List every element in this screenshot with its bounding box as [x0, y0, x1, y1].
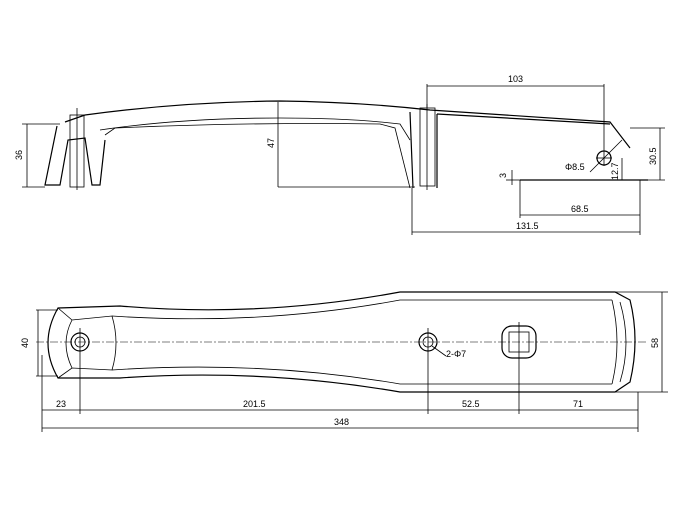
right-post	[419, 107, 436, 187]
left-leg	[44, 125, 106, 186]
dim-40: 40	[20, 338, 30, 348]
dim-71: 71	[573, 399, 583, 409]
dim-103: 103	[508, 74, 523, 84]
dim-305: 30.5	[648, 147, 658, 165]
handle-inner-arch-2	[104, 123, 411, 189]
dim-127: 12.7	[610, 162, 620, 180]
right-base	[436, 113, 648, 181]
dim-525: 52.5	[462, 399, 480, 409]
dim-2015: 201.5	[243, 399, 266, 409]
dim-36: 36	[14, 150, 24, 160]
left-end-inner	[57, 307, 117, 379]
dim-1315: 131.5	[516, 221, 539, 231]
dim-23: 23	[56, 399, 66, 409]
right-end-inner	[611, 299, 627, 385]
dim-3: 3	[498, 173, 508, 178]
dim-348: 348	[334, 417, 349, 427]
plan-view: 40 58 2-Φ7 23 201.5 52.5 71 348	[20, 291, 668, 432]
handle-plan-outline	[47, 291, 636, 393]
plan-inner-top	[111, 299, 612, 320]
hole-leader	[589, 139, 623, 173]
side-view: 36 47 103 Φ8.5 3 12.7 30.5 68.5 131.5	[14, 74, 665, 235]
handle-top-outline	[64, 100, 631, 149]
dim-58: 58	[650, 338, 660, 348]
left-end-inner-2	[65, 319, 73, 369]
dim-2phi7: 2-Φ7	[446, 349, 466, 359]
right-leg	[409, 111, 438, 189]
plan-inner-bottom	[111, 366, 612, 385]
dim-47: 47	[266, 138, 276, 148]
dim-685: 68.5	[571, 204, 589, 214]
dim-phi85: Φ8.5	[565, 162, 585, 172]
handle-inner-arch	[99, 117, 411, 141]
